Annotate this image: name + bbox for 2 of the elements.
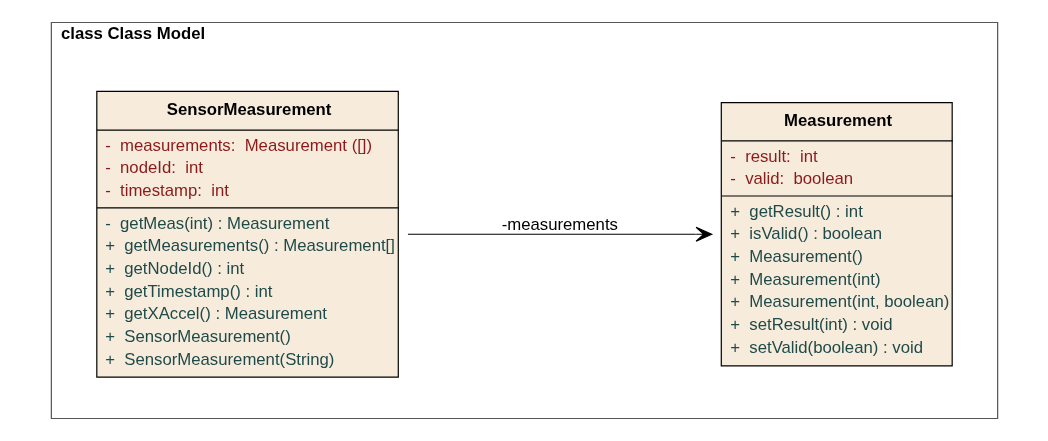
arrow xyxy=(406,226,712,242)
edge-label: -measurements xyxy=(501,214,618,234)
